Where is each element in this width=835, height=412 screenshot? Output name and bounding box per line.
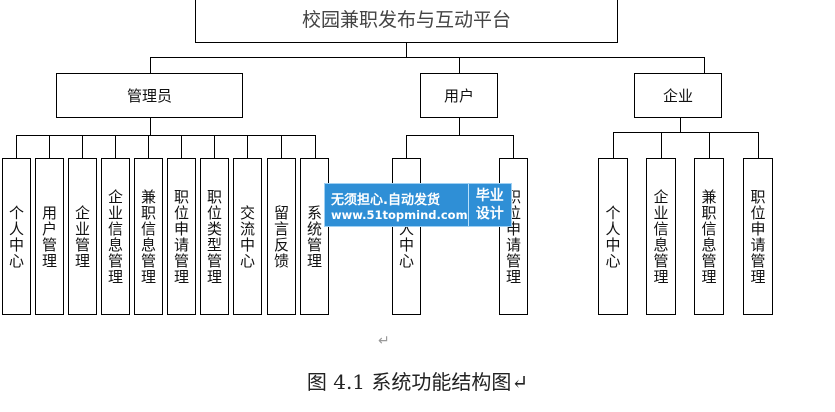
admin-item: 企业信息管理 bbox=[101, 158, 130, 315]
connector bbox=[680, 118, 681, 132]
connector bbox=[16, 135, 17, 158]
connector bbox=[16, 135, 315, 136]
company-item: 兼职信息管理 bbox=[694, 158, 724, 315]
connector bbox=[148, 135, 149, 158]
watermark-tag2: 设计 bbox=[475, 206, 504, 222]
paragraph-mark: ↵ bbox=[378, 333, 390, 349]
company-item: 个人中心 bbox=[598, 158, 628, 315]
root-node: 校园兼职发布与互动平台 bbox=[195, 0, 618, 43]
admin-label: 管理员 bbox=[126, 87, 172, 105]
connector bbox=[459, 118, 460, 135]
connector bbox=[214, 135, 215, 158]
admin-item: 交流中心 bbox=[233, 158, 262, 315]
connector bbox=[758, 132, 759, 158]
watermark-line1: 无须担心.自动发货 bbox=[331, 192, 440, 208]
company-node: 企业 bbox=[634, 73, 722, 118]
connector bbox=[181, 135, 182, 158]
connector bbox=[281, 135, 282, 158]
connector bbox=[406, 135, 513, 136]
connector bbox=[709, 132, 710, 158]
connector bbox=[613, 132, 614, 158]
connector bbox=[704, 57, 705, 73]
connector bbox=[406, 135, 407, 158]
connector bbox=[49, 135, 50, 158]
user-label: 用户 bbox=[443, 87, 474, 105]
company-label: 企业 bbox=[662, 87, 693, 105]
connector bbox=[406, 43, 407, 57]
watermark-url: www.51topmind.com bbox=[331, 207, 468, 222]
company-item: 职位申请管理 bbox=[743, 158, 773, 315]
admin-item: 职位申请管理 bbox=[167, 158, 196, 315]
figure-caption: 图 4.1 系统功能结构图↵ bbox=[306, 370, 529, 394]
admin-item: 留言反馈 bbox=[267, 158, 296, 315]
connector bbox=[150, 57, 151, 73]
user-item: 个人中心 bbox=[392, 158, 421, 315]
admin-item: 用户管理 bbox=[35, 158, 64, 315]
watermark-banner: 无须担心.自动发货 www.51topmind.com 毕业 设计 bbox=[324, 183, 512, 227]
connector bbox=[513, 135, 514, 158]
admin-item: 个人中心 bbox=[2, 158, 31, 315]
connector bbox=[661, 132, 662, 158]
admin-node: 管理员 bbox=[56, 73, 243, 118]
connector bbox=[315, 135, 316, 158]
company-item: 企业信息管理 bbox=[646, 158, 676, 315]
connector bbox=[115, 135, 116, 158]
watermark-tag1: 毕业 bbox=[475, 188, 504, 204]
admin-item: 系统管理 bbox=[300, 158, 329, 315]
root-title: 校园兼职发布与互动平台 bbox=[301, 9, 511, 31]
connector bbox=[82, 135, 83, 158]
user-node: 用户 bbox=[420, 73, 498, 118]
connector bbox=[150, 57, 704, 58]
admin-item: 兼职信息管理 bbox=[134, 158, 163, 315]
connector bbox=[247, 135, 248, 158]
admin-item: 企业管理 bbox=[68, 158, 97, 315]
admin-item: 职位类型管理 bbox=[200, 158, 229, 315]
connector bbox=[613, 132, 758, 133]
user-item: 职位申请管理 bbox=[499, 158, 528, 315]
connector bbox=[150, 118, 151, 135]
connector bbox=[459, 57, 460, 73]
